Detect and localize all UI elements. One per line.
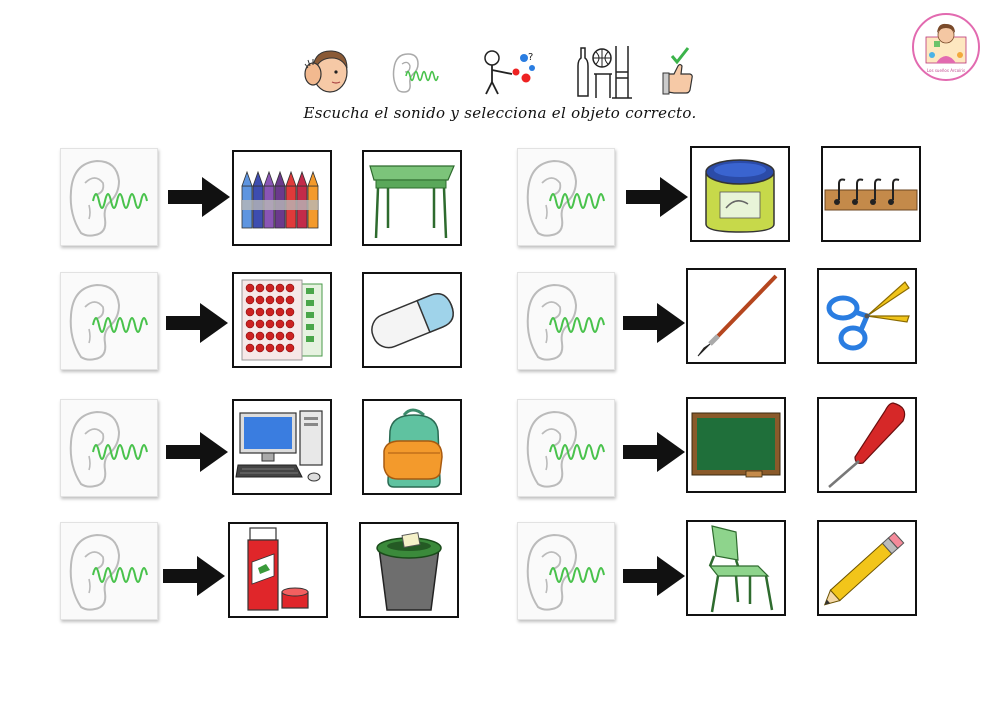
- option-school-desk[interactable]: [362, 150, 462, 246]
- arrow-icon: [168, 177, 230, 217]
- instruction-text: Escucha el sonido y selecciona el objeto…: [303, 104, 697, 122]
- sound-button-7[interactable]: [517, 399, 615, 497]
- ear-sound-icon: [69, 411, 148, 488]
- ear-sound-icon: [526, 160, 605, 237]
- option-trash-bin[interactable]: [359, 522, 459, 618]
- brand-logo: Los sueños Arcoíris: [912, 13, 980, 81]
- ruler-icon: [824, 178, 918, 211]
- sound-button-2[interactable]: [60, 272, 158, 370]
- stickers-icon: [241, 279, 323, 361]
- ear-sound-icon: [69, 534, 148, 611]
- option-glue-stick[interactable]: [228, 522, 328, 618]
- arrow-icon: [623, 303, 685, 343]
- arrow-icon: [166, 432, 228, 472]
- sound-button-4[interactable]: [60, 522, 158, 620]
- ear-sound-icon: [69, 284, 148, 361]
- option-punch-awl[interactable]: [817, 397, 917, 493]
- listen-icon: [304, 50, 348, 93]
- objects-icon: [577, 46, 632, 99]
- arrow-icon: [626, 177, 688, 217]
- arrow-icon: [623, 432, 685, 472]
- sound-button-5[interactable]: [517, 148, 615, 246]
- ear-sound-icon: [526, 534, 605, 611]
- crayons-icon: [241, 170, 319, 229]
- option-chalkboard[interactable]: [686, 397, 786, 493]
- sound-button-1[interactable]: [60, 148, 158, 246]
- option-paint-jar[interactable]: [690, 146, 790, 242]
- option-chair[interactable]: [686, 520, 786, 616]
- option-backpack[interactable]: [362, 399, 462, 495]
- arrow-icon: [163, 556, 225, 596]
- option-scissors[interactable]: [817, 268, 917, 364]
- trash-bin-icon: [376, 532, 442, 611]
- logo-icon: [925, 23, 967, 64]
- option-ruler[interactable]: [821, 146, 921, 242]
- option-stickers[interactable]: [232, 272, 332, 368]
- svg-text:?: ?: [528, 52, 533, 63]
- option-computer[interactable]: [232, 399, 332, 495]
- sound-button-8[interactable]: [517, 522, 615, 620]
- school-desk-icon: [369, 165, 455, 239]
- paint-jar-icon: [705, 159, 775, 233]
- arrow-icon: [623, 556, 685, 596]
- option-pencil[interactable]: [817, 520, 917, 616]
- punch-awl-icon: [828, 402, 906, 488]
- eraser-icon: [371, 293, 454, 349]
- glue-stick-icon: [247, 527, 309, 611]
- logo-text: Los sueños Arcoíris: [926, 68, 966, 73]
- correct-icon: [662, 47, 693, 95]
- pencil-icon: [823, 531, 905, 606]
- ear-sound-icon: [526, 411, 605, 488]
- option-crayons[interactable]: [232, 150, 332, 246]
- paintbrush-icon: [697, 274, 778, 357]
- option-eraser[interactable]: [362, 272, 462, 368]
- ear-sound-icon: [392, 53, 439, 93]
- backpack-icon: [383, 408, 443, 488]
- chalkboard-icon: [691, 412, 781, 478]
- computer-icon: [235, 410, 323, 482]
- sound-button-6[interactable]: [517, 272, 615, 370]
- ear-sound-icon: [69, 160, 148, 237]
- select-icon: ?: [484, 50, 535, 95]
- scissors-icon: [826, 281, 910, 351]
- arrow-icon: [166, 303, 228, 343]
- chair-icon: [708, 525, 774, 613]
- sound-button-3[interactable]: [60, 399, 158, 497]
- ear-sound-icon: [526, 284, 605, 361]
- option-paintbrush[interactable]: [686, 268, 786, 364]
